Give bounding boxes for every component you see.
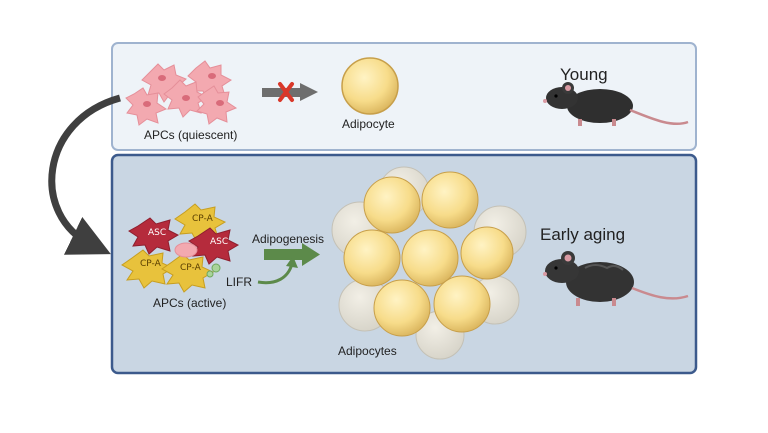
asc-tag-2: ASC — [210, 237, 229, 247]
adipogenesis-label: Adipogenesis — [252, 232, 325, 246]
adipogenesis-arrow-shaft — [264, 249, 304, 260]
adipocyte-cluster — [331, 166, 527, 360]
lifr-signal-arrow-head — [286, 256, 298, 268]
asc-tag-1: ASC — [148, 228, 167, 238]
adipogenesis-arrow-head — [302, 243, 320, 266]
blocked-arrow-shaft — [262, 88, 302, 97]
young-label: Young — [560, 65, 608, 84]
transition-curved-arrow — [48, 94, 121, 255]
quiescent-apc-cluster — [125, 60, 238, 126]
x-mark-icon — [278, 82, 294, 102]
adipocytes-label: Adipocytes — [338, 344, 397, 358]
blocked-arrow-head — [300, 83, 318, 101]
young-panel — [111, 42, 697, 151]
adipocyte-icon — [341, 57, 399, 115]
adipocyte-label: Adipocyte — [342, 117, 395, 131]
cpa-tag-3: CP-A — [180, 263, 201, 273]
active-apcs-label: APCs (active) — [153, 296, 227, 310]
cpa-tag-2: CP-A — [140, 259, 161, 269]
aged-mouse-icon — [543, 251, 689, 306]
cpa-tag-1: CP-A — [192, 214, 213, 224]
quiescent-apcs-label: APCs (quiescent) — [144, 128, 238, 142]
lifr-label: LIFR — [226, 275, 253, 289]
active-apc-cluster — [121, 203, 240, 293]
young-mouse-icon — [543, 82, 689, 126]
early-aging-label: Early aging — [540, 225, 626, 244]
lifr-signal-arrow — [257, 263, 294, 285]
